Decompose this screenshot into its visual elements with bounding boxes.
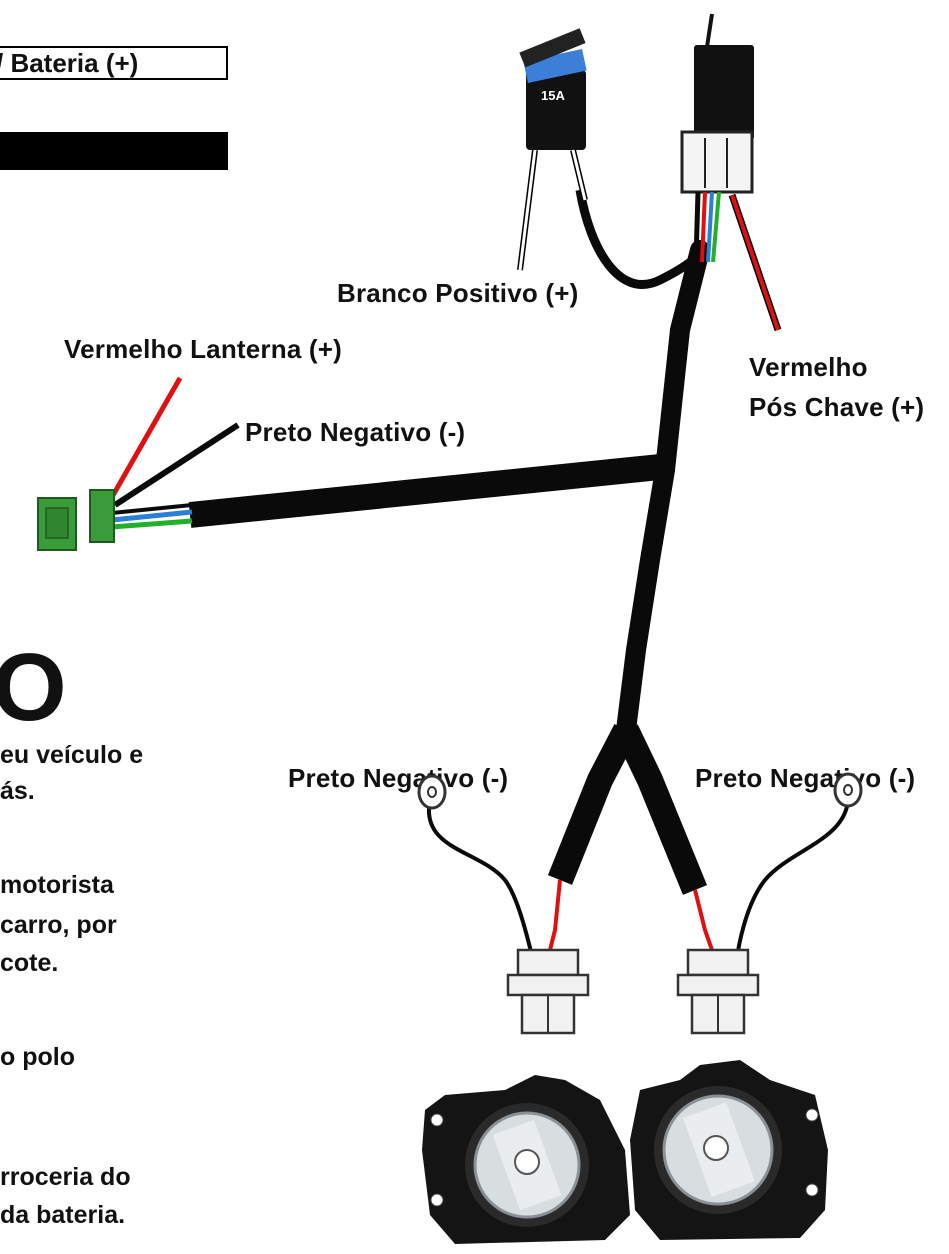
left-lamp-plug bbox=[506, 948, 590, 1035]
lantern-connector bbox=[37, 489, 115, 551]
left-ground-terminal bbox=[417, 774, 534, 956]
fuse-loop-wire bbox=[575, 189, 705, 289]
instructions-heading: O bbox=[0, 634, 67, 741]
red-lantern-wire bbox=[109, 376, 183, 499]
left-lamp-red-wire bbox=[548, 879, 562, 951]
right-lamp-plug bbox=[676, 948, 760, 1035]
left-lamp-harness bbox=[547, 724, 638, 885]
right-lamp-red-wire bbox=[693, 889, 714, 951]
black-negative-wire bbox=[113, 422, 240, 508]
lantern-harness-branch bbox=[188, 454, 662, 528]
label-branco-positivo: Branco Positivo (+) bbox=[337, 278, 579, 308]
label-preto-negativo-right: Preto Negativo (-) bbox=[695, 763, 916, 793]
label-pos-chave: Pós Chave (+) bbox=[749, 392, 925, 422]
fuse-amperage-label: 15A bbox=[541, 88, 565, 103]
right-lamp-harness bbox=[614, 724, 708, 895]
redacted-bar bbox=[0, 132, 228, 170]
label-preto-negativo-left: Preto Negativo (-) bbox=[288, 763, 509, 793]
battery-label: / Bateria (+) bbox=[0, 48, 139, 78]
left-fog-lamp bbox=[422, 1075, 630, 1244]
instruction-line-7: rroceria do bbox=[0, 1163, 131, 1191]
fuse-holder: 15A bbox=[519, 28, 587, 150]
right-ground-terminal bbox=[735, 772, 863, 959]
relay-module bbox=[680, 13, 754, 194]
main-harness-trunk bbox=[616, 240, 710, 740]
battery-label-box: / Bateria (+) bbox=[0, 46, 228, 80]
label-vermelho: Vermelho bbox=[749, 352, 868, 382]
instruction-line-5: cote. bbox=[0, 949, 59, 977]
instruction-line-4: carro, por bbox=[0, 911, 117, 939]
instruction-line-3: motorista bbox=[0, 871, 114, 899]
instruction-line-1: eu veículo e bbox=[0, 741, 144, 769]
label-preto-negativo-top: Preto Negativo (-) bbox=[245, 417, 466, 447]
right-fog-lamp bbox=[630, 1060, 828, 1240]
instruction-line-8: da bateria. bbox=[0, 1201, 126, 1229]
instruction-line-2: ás. bbox=[0, 777, 35, 805]
instruction-line-6: o polo bbox=[0, 1043, 75, 1071]
label-vermelho-lanterna: Vermelho Lanterna (+) bbox=[64, 334, 342, 364]
